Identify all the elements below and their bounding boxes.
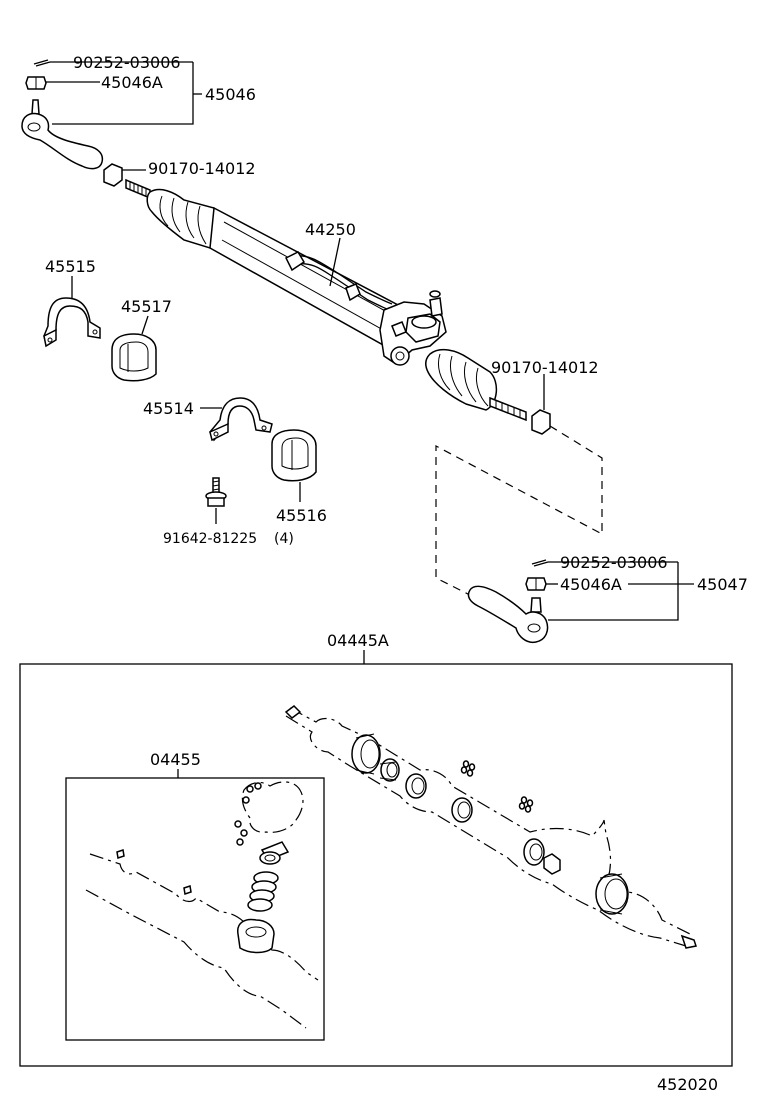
castle-nut-right xyxy=(525,577,547,591)
oil-seal-mid xyxy=(451,797,473,823)
label-45516: 45516 xyxy=(276,506,327,525)
label-45514: 45514 xyxy=(143,399,194,418)
bracket-45515 xyxy=(43,297,101,348)
bracket-45046 xyxy=(52,62,194,125)
rack-end-nut-left xyxy=(103,163,123,187)
label-90170-right: 90170-14012 xyxy=(491,358,599,377)
o-rings-upper xyxy=(460,760,534,813)
bracket-45514 xyxy=(209,397,273,442)
leader-45517 xyxy=(141,315,149,335)
label-90170-left: 90170-14012 xyxy=(148,159,256,178)
tie-rod-end-left xyxy=(21,99,104,170)
bolt-91642 xyxy=(205,477,227,507)
kit-04445a-frame xyxy=(19,663,733,1067)
label-44250: 44250 xyxy=(305,220,356,239)
label-45046a-right: 45046A xyxy=(560,575,622,594)
grommet-45516 xyxy=(271,429,317,482)
kit-04455-frame xyxy=(65,777,325,1041)
bracket-45047 xyxy=(548,562,679,621)
oil-seal-left xyxy=(405,773,427,799)
label-90252-right: 90252-03006 xyxy=(560,553,668,572)
label-04445a: 04445A xyxy=(327,631,389,650)
small-seals-04455 xyxy=(234,782,262,846)
label-04455: 04455 xyxy=(150,750,201,769)
bushing-right xyxy=(523,838,561,875)
leader-44250 xyxy=(329,237,341,287)
rack-end-nut-right xyxy=(531,409,551,435)
label-45047: 45047 xyxy=(697,575,748,594)
phantom-rack-04445a xyxy=(284,705,697,949)
grommet-45517 xyxy=(111,333,157,382)
seal-ring-large-left xyxy=(351,733,381,775)
seal-ring-large-right xyxy=(595,873,629,915)
label-45515: 45515 xyxy=(45,257,96,276)
label-90252-left: 90252-03006 xyxy=(73,53,181,72)
steering-rack-assembly xyxy=(125,178,527,422)
valve-seal-stack xyxy=(247,841,290,912)
valve-body-seal xyxy=(237,918,275,954)
tie-rod-end-right xyxy=(467,585,549,644)
illustration-number: 452020 xyxy=(657,1075,718,1094)
cotter-pin-right xyxy=(531,559,549,567)
label-91642-qty: (4) xyxy=(274,531,294,547)
phantom-line-right xyxy=(435,425,603,597)
label-45046: 45046 xyxy=(205,85,256,104)
bushing-left xyxy=(379,758,400,782)
phantom-rack-04455 xyxy=(85,781,319,1029)
label-91642: 91642-81225 xyxy=(163,531,257,547)
label-45046a-left: 45046A xyxy=(101,73,163,92)
castle-nut-left xyxy=(25,76,47,90)
label-45517: 45517 xyxy=(121,297,172,316)
cotter-pin-left xyxy=(33,59,51,67)
